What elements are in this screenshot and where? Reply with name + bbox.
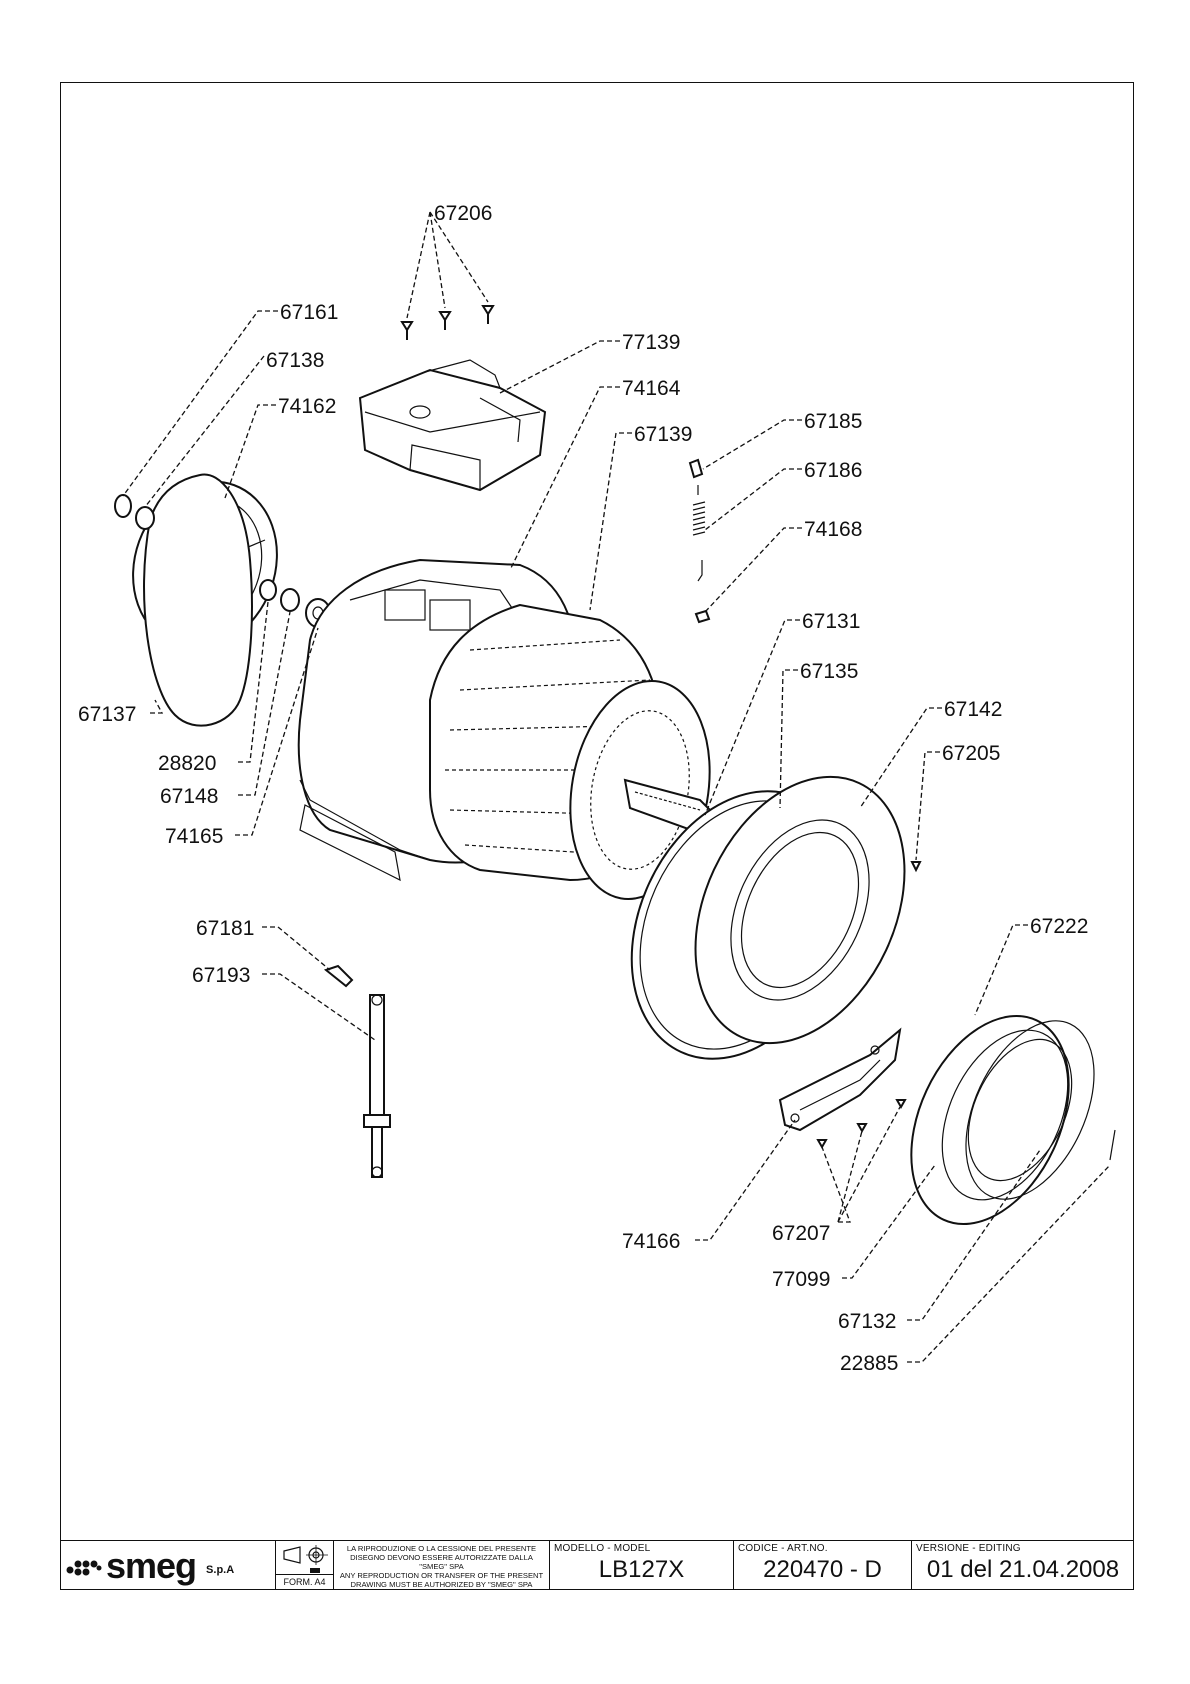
label-74164: 74164 (622, 377, 681, 400)
code-cell: CODICE - ART.NO. 220470 - D (734, 1541, 912, 1590)
version-value: 01 del 21.04.2008 (926, 1556, 1120, 1583)
projection-symbol-icon (283, 1545, 328, 1573)
label-74162: 74162 (278, 395, 336, 418)
label-67138: 67138 (266, 349, 324, 372)
screws-67206 (400, 305, 495, 340)
label-67131: 67131 (802, 610, 860, 633)
copyright-notice: LA RIPRODUZIONE O LA CESSIONE DEL PRESEN… (334, 1541, 550, 1590)
title-block: smeg S.p.A FORM. A4 LA RIPRODUZIONE O LA… (60, 1540, 1134, 1590)
door-assembly-67222 (910, 1015, 1116, 1225)
part-labels: 67206 67161 67138 74162 77139 74164 6713… (78, 202, 1088, 1375)
label-67139: 67139 (634, 423, 692, 446)
drawing-sheet (60, 82, 1134, 1590)
label-67205: 67205 (942, 742, 1000, 765)
label-28820: 28820 (158, 752, 216, 775)
version-caption: VERSIONE - EDITING (916, 1543, 1021, 1554)
belt-67137 (143, 473, 253, 727)
notice-english: ANY REPRODUCTION OR TRANSFER OF THE PRES… (339, 1571, 544, 1589)
front-tub-67142 (694, 775, 906, 1045)
label-74165: 74165 (165, 825, 223, 848)
model-value: LB127X (598, 1556, 685, 1583)
exploded-view-drawing: 67206 67161 67138 74162 77139 74164 6713… (78, 202, 1116, 1375)
version-cell: VERSIONE - EDITING 01 del 21.04.2008 (912, 1541, 1134, 1590)
brand-logo: smeg (106, 1544, 197, 1586)
smeg-dots-icon (66, 1560, 102, 1575)
label-67193: 67193 (192, 964, 250, 987)
washers-67161-67138 (114, 494, 155, 530)
label-67186: 67186 (804, 459, 862, 482)
screw-67205 (910, 861, 922, 873)
label-67132: 67132 (838, 1310, 896, 1333)
label-67137: 67137 (78, 703, 136, 726)
label-74168: 74168 (804, 518, 862, 541)
label-67222: 67222 (1030, 915, 1088, 938)
label-77139: 77139 (622, 331, 680, 354)
label-67185: 67185 (804, 410, 862, 433)
model-caption: MODELLO - MODEL (554, 1543, 651, 1554)
form-size: FORM. A4 (276, 1574, 333, 1590)
label-67206: 67206 (434, 202, 492, 225)
hinge-74166 (778, 1027, 902, 1132)
label-67135: 67135 (800, 660, 858, 683)
code-value: 220470 - D (763, 1556, 882, 1583)
shock-absorber-67193 (363, 994, 391, 1178)
screws-67207 (816, 1099, 907, 1150)
label-22885: 22885 (840, 1352, 898, 1375)
label-77099: 77099 (772, 1268, 830, 1291)
label-67207: 67207 (772, 1222, 830, 1245)
label-67142: 67142 (944, 698, 1002, 721)
brand-suffix: S.p.A (206, 1563, 235, 1576)
counterweight-77139 (358, 359, 547, 492)
notice-italian: LA RIPRODUZIONE O LA CESSIONE DEL PRESEN… (346, 1544, 537, 1571)
model-cell: MODELLO - MODEL LB127X (550, 1541, 734, 1590)
label-67181: 67181 (196, 917, 254, 940)
leader-lines (122, 211, 1111, 1363)
label-74166: 74166 (622, 1230, 680, 1253)
code-caption: CODICE - ART.NO. (738, 1543, 828, 1554)
brand-cell: smeg S.p.A (60, 1541, 276, 1590)
bolt-67181 (323, 964, 354, 988)
spring-67185-67186-74168 (688, 458, 711, 624)
label-67148: 67148 (160, 785, 218, 808)
projection-cell: FORM. A4 (276, 1541, 334, 1590)
label-67161: 67161 (280, 301, 338, 324)
